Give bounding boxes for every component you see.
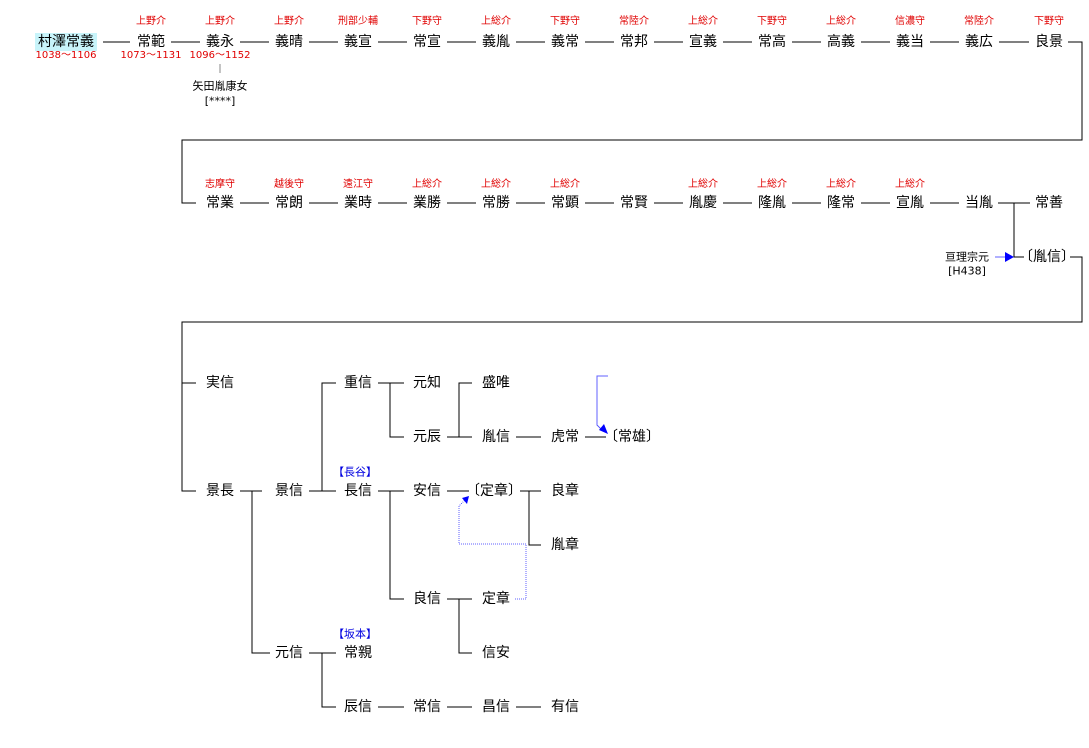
person-name: 常朗 (275, 195, 303, 211)
person-name: 義永 (206, 34, 234, 50)
person-name: 義常 (551, 34, 579, 50)
office-title: 上総介 (826, 179, 856, 190)
person-name: 胤慶 (689, 195, 717, 211)
person-name: 〔定章〕 (466, 483, 522, 499)
person-name: 有信 (551, 699, 579, 715)
person-name: 常親 (344, 645, 372, 661)
office-title: 遠江守 (343, 179, 373, 190)
person-name: 義宣 (344, 34, 372, 50)
office-title: 上野介 (205, 16, 235, 27)
person-name: 義胤 (482, 34, 510, 50)
office-title: 下野守 (757, 16, 787, 27)
person-name: 業時 (344, 195, 372, 211)
office-title: 上総介 (481, 179, 511, 190)
adoption-lines (458, 256, 1008, 600)
person-name: 辰信 (344, 699, 372, 715)
office-title: 志摩守 (205, 179, 235, 190)
person-name: 常賢 (620, 195, 648, 211)
person-name: 常業 (206, 195, 234, 211)
life-dates: 1038～1106 (35, 50, 97, 61)
life-dates: 1096～1152 (189, 50, 251, 61)
office-title: 下野守 (550, 16, 580, 27)
person-name: 盛唯 (482, 375, 510, 391)
person-name: 常善 (1035, 195, 1063, 211)
person-name: 宣義 (689, 34, 717, 50)
person-name: 虎常 (551, 429, 579, 445)
person-name: 高義 (827, 34, 855, 50)
spouse-name: 矢田胤康女 (192, 79, 248, 93)
clan-label: 【長谷】 (333, 465, 377, 479)
person-name: 元信 (275, 645, 303, 661)
office-title: 常陸介 (619, 16, 649, 27)
person-name: 隆常 (827, 195, 855, 211)
person-name: 定章 (482, 591, 510, 607)
person-name: 重信 (344, 375, 372, 391)
office-title: 上総介 (826, 16, 856, 27)
biological-father-name: 亘理宗元 (945, 250, 989, 264)
person-name: 常顕 (551, 195, 579, 211)
person-name: 常邦 (620, 34, 648, 50)
person-name: 常勝 (482, 195, 510, 211)
office-title: 上総介 (688, 179, 718, 190)
person-name: 胤信 (482, 429, 510, 445)
office-title: 上総介 (481, 16, 511, 27)
person-name: 胤章 (551, 537, 579, 553)
person-name: 長信 (344, 483, 372, 499)
person-name: 業勝 (413, 195, 441, 211)
person-name: 常信 (413, 699, 441, 715)
person-name: 良章 (551, 483, 579, 499)
person-name: 当胤 (965, 195, 993, 211)
person-name: 安信 (413, 483, 441, 499)
person-name: 村澤常義 (35, 33, 97, 51)
person-name: 義当 (896, 34, 924, 50)
person-name: 宣胤 (896, 195, 924, 211)
person-name: 信安 (482, 645, 510, 661)
office-title: 上総介 (412, 179, 442, 190)
office-title: 信濃守 (895, 16, 925, 27)
biological-father-ref: [H438] (948, 264, 986, 278)
office-title: 上野介 (274, 16, 304, 27)
person-name: 良信 (413, 591, 441, 607)
person-name: 元知 (413, 375, 441, 391)
person-name: 常宣 (413, 34, 441, 50)
person-name: 景信 (275, 483, 303, 499)
office-title: 下野守 (412, 16, 442, 27)
office-title: 上野介 (136, 16, 166, 27)
office-title: 上総介 (550, 179, 580, 190)
adopted-person-name: 〔胤信〕 (1019, 249, 1075, 265)
office-title: 刑部少輔 (338, 16, 378, 27)
life-dates: 1073～1131 (120, 50, 182, 61)
person-name: 義広 (965, 34, 993, 50)
spouse-ref: [****] (204, 94, 236, 108)
person-name: 実信 (206, 375, 234, 391)
person-name: 元辰 (413, 429, 441, 445)
office-title: 上総介 (688, 16, 718, 27)
person-name: 常範 (137, 34, 165, 50)
person-name: 〔常雄〕 (604, 429, 660, 445)
person-name: 常高 (758, 34, 786, 50)
person-name: 義晴 (275, 34, 303, 50)
office-title: 上総介 (757, 179, 787, 190)
adoption-arrowheads (462, 252, 1014, 504)
office-title: 下野守 (1034, 16, 1064, 27)
person-name: 隆胤 (758, 195, 786, 211)
office-title: 越後守 (274, 179, 304, 190)
office-title: 上総介 (895, 179, 925, 190)
office-title: 常陸介 (964, 16, 994, 27)
person-name: 景長 (206, 483, 234, 499)
person-name: 昌信 (482, 699, 510, 715)
person-name: 良景 (1035, 34, 1063, 50)
clan-label: 【坂本】 (333, 627, 377, 641)
